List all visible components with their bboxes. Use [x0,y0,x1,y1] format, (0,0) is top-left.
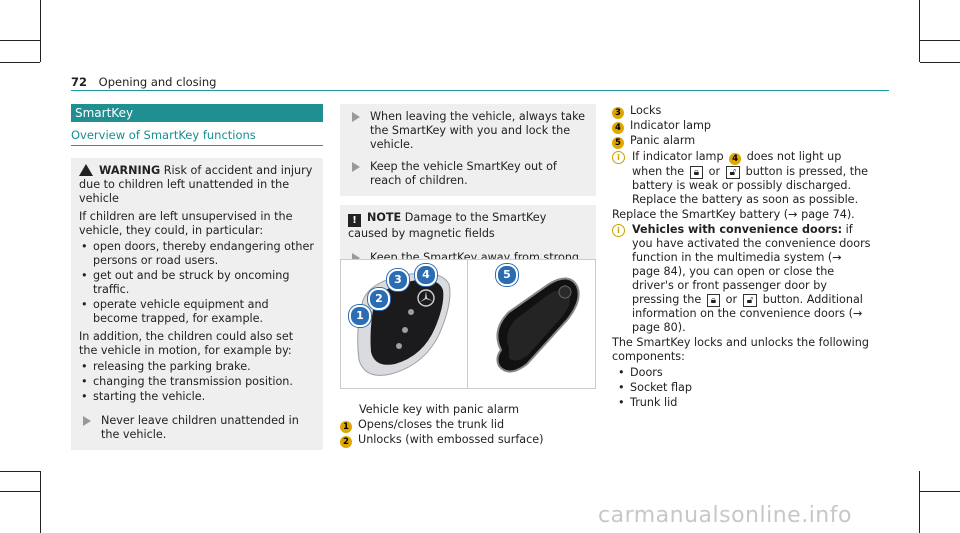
warning-triangle-icon [79,164,93,176]
callout-3: 3 [387,269,409,291]
figure-divider [467,260,468,388]
action-step: Never leave children unattended in the v… [79,414,315,442]
list-item: operate vehicle equipment and become tra… [79,298,315,326]
legend-number: 5 [612,137,624,149]
watermark: carmanualsonline.info [598,503,852,528]
action-step: Keep the vehicle SmartKey out of reach o… [348,160,588,188]
warning-list: open doors, thereby endangering other pe… [79,240,315,326]
info-note: i If indicator lamp 4 does not light up … [612,150,872,207]
warning-list: releasing the parking brake. changing th… [79,360,315,404]
warning-box: WARNING Risk of accident and injury due … [71,158,323,450]
list-item: Socket flap [616,381,872,395]
subheading: Overview of SmartKey functions [71,128,323,146]
smartkey-illustration [357,272,580,376]
crop-mark [0,491,40,492]
replace-battery-text: Replace the SmartKey battery (→ page 74)… [612,208,855,221]
arrow-icon [352,162,360,172]
crop-mark [40,0,41,62]
info-icon: i [612,151,625,164]
list-item: Doors [616,366,872,380]
column-1: SmartKey Overview of SmartKey functions … [71,104,323,450]
crop-mark [0,62,40,63]
figure-caption: Vehicle key with panic alarm [359,403,519,416]
crop-mark [0,40,40,41]
list-item: Trunk lid [616,396,872,410]
key-back-image [496,277,580,373]
crop-mark [0,471,40,472]
warning-paragraph: In addition, the children could also set… [79,330,294,357]
callout-1: 1 [349,305,371,327]
list-item: starting the vehicle. [79,390,315,404]
legend-number: 2 [340,436,352,448]
crop-mark [919,0,920,62]
arrow-icon [352,253,360,263]
section-title: Opening and closing [98,75,217,89]
arrow-icon [83,416,91,426]
warning-text: Risk of accident and injury due to child… [79,164,313,205]
unlock-icon: 🔓︎ [725,166,741,179]
legend-number: 1 [340,421,352,433]
note-label: NOTE [367,211,402,224]
crop-mark [920,62,960,63]
legend-number: 3 [612,107,624,119]
list-item: get out and be struck by oncoming traffi… [79,269,315,297]
info-note: i Vehicles with convenience doors: if yo… [612,223,872,335]
warning-continued: When leaving the vehicle, always take th… [340,104,596,196]
crop-mark [40,471,41,533]
warning-label: WARNING [99,164,161,177]
header-rule [71,90,889,91]
legend-number: 4 [612,122,624,134]
callout-2: 2 [368,288,390,310]
list-item: changing the transmission position. [79,375,315,389]
info-icon: i [612,224,625,237]
crop-mark [920,40,960,41]
arrow-icon [352,112,360,122]
list-item: open doors, thereby endangering other pe… [79,240,315,268]
lock-icon: 🔒︎ [706,294,721,307]
note-text: Damage to the SmartKey caused by magneti… [348,211,547,240]
lock-icon: 🔒︎ [689,166,704,179]
components-paragraph: The SmartKey locks and unlocks the follo… [612,336,869,363]
components-list: Doors Socket flap Trunk lid [616,366,872,410]
unlock-icon: 🔓︎ [742,294,758,307]
section-bar: SmartKey [71,104,323,122]
smartkey-figure: 1 2 3 4 5 [340,259,596,389]
crop-mark [919,471,920,533]
crop-mark [920,491,960,492]
note-icon: ! [348,214,361,227]
page-number: 72 [71,75,88,89]
legend-number: 4 [729,153,742,165]
warning-paragraph: If children are left unsupervised in the… [79,210,293,237]
column-2: When leaving the vehicle, always take th… [340,104,596,287]
callout-5: 5 [496,264,518,286]
page-header: 72 Opening and closing [71,75,216,89]
action-step: When leaving the vehicle, always take th… [348,110,588,152]
callout-4: 4 [415,264,437,286]
list-item: releasing the parking brake. [79,360,315,374]
